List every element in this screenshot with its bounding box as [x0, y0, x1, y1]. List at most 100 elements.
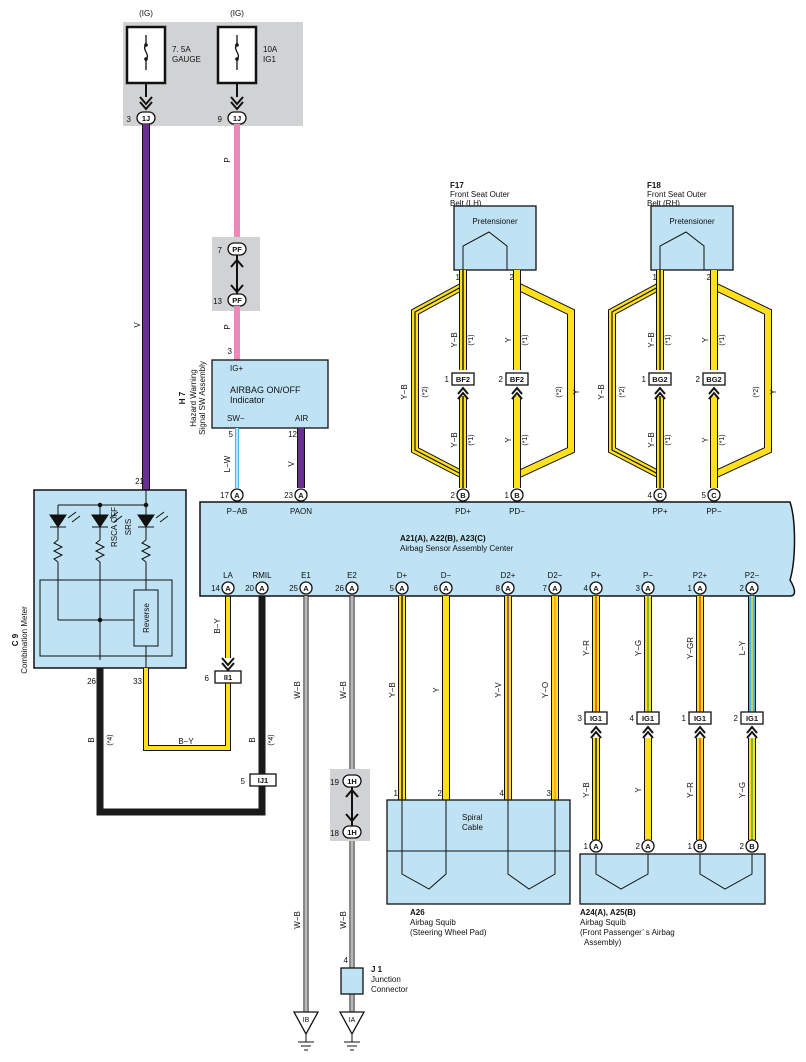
pin-label: 18	[330, 829, 339, 838]
pin-label: 4	[344, 956, 349, 965]
pin-label: 1	[394, 789, 399, 798]
passenger-pin-3: B2	[740, 839, 759, 853]
ig1-conn-1	[636, 711, 660, 725]
belt-conn-1	[648, 372, 672, 386]
meter-name: Combination Meter	[20, 606, 29, 674]
center-bottom-pin-1: A20	[245, 581, 269, 595]
center-bottom-pin-0-letter: A	[225, 584, 231, 593]
wire-label-b: B	[87, 737, 96, 742]
wire-label-spiral-3: Y−O	[541, 682, 550, 698]
svg-text:IJ1: IJ1	[258, 776, 268, 785]
wire-label-by: B−Y	[213, 618, 222, 634]
center-bottom-pin-7: A7	[543, 581, 562, 595]
ig1-conn-0	[584, 711, 608, 725]
fuse-ig1-rating: 10A	[263, 45, 278, 54]
pretensioner-box	[453, 205, 537, 271]
pretensioner-label: Pretensioner	[472, 217, 518, 226]
passenger-name1: Airbag Squib	[580, 918, 626, 927]
hazard-switch-box	[211, 359, 329, 429]
center-top-pin-2-circle	[456, 488, 470, 502]
ig1-arrow-0	[590, 725, 602, 739]
pin-label: 5	[229, 430, 234, 439]
wire-label-p-upper: P	[223, 157, 232, 162]
hazard-indicator-line2: Indicator	[230, 395, 265, 405]
wire-label-yb: Y−B	[647, 432, 656, 447]
center-bottom-pin-11-number: 2	[740, 584, 745, 593]
fuse-ig1: (IG) 10A IG1 1J 9	[216, 9, 278, 125]
junction-j1-name1: Junction	[371, 975, 401, 984]
center-bottom-pin-label: P2−	[745, 571, 760, 580]
passenger-pin-1-number: 2	[636, 842, 641, 851]
passenger-pin-0-number: 1	[584, 842, 589, 851]
center-top-pin-2-number: 2	[451, 491, 456, 500]
center-bottom-pin-0-circle	[221, 581, 235, 595]
pin-label: 9	[218, 115, 223, 124]
belt-conn-2	[702, 372, 726, 386]
pin-label: 19	[330, 778, 339, 787]
center-bottom-pin-3-letter: A	[349, 584, 355, 593]
center-bottom-pin-11-letter: A	[749, 584, 755, 593]
center-top-pin-2-letter: B	[460, 491, 466, 500]
center-top-pin-1-circle	[294, 488, 308, 502]
svg-text:1J: 1J	[142, 114, 150, 123]
belt-name2: Belt (LH)	[450, 199, 482, 208]
fuse-gauge: (IG) 7. 5A GAUGE 1J 3	[125, 9, 201, 125]
center-bottom-pin-1-number: 20	[245, 584, 254, 593]
center-top-pin-1-number: 23	[284, 491, 293, 500]
center-top-pin-label: PAON	[290, 507, 312, 516]
wire-label-b-rmil: B	[248, 737, 257, 742]
wire-label-wb-e1: W−B	[293, 681, 302, 699]
passenger-pin-3-letter: B	[749, 842, 755, 851]
wire-note: (*1)	[522, 334, 529, 345]
center-top-pin-0: A17	[220, 488, 244, 502]
passenger-pin-3-circle	[745, 839, 759, 853]
center-bottom-pin-10-letter: A	[697, 584, 703, 593]
wire-note: (*1)	[468, 434, 475, 445]
wire-label-spiral-0: Y−B	[388, 682, 397, 697]
center-bottom-pin-8: A4	[584, 581, 603, 595]
center-bottom-pin-label: D−	[441, 571, 452, 580]
belt-conn-1-pin: 1	[445, 375, 450, 384]
center-bottom-pin-label: RMIL	[252, 571, 272, 580]
passenger-pin-3-number: 2	[740, 842, 745, 851]
center-bottom-pin-7-circle	[548, 581, 562, 595]
hazard-indicator-line1: AIRBAG ON/OFF	[230, 385, 301, 395]
center-bottom-pin-9: A3	[636, 581, 655, 595]
wire-label-wb-e1-lower: W−B	[293, 911, 302, 929]
center-top-pin-label: P−AB	[227, 507, 248, 516]
center-top-pin-3-letter: B	[514, 491, 520, 500]
wire-label-p-lower: P	[223, 324, 232, 329]
ground-wires	[303, 596, 355, 1012]
center-top-pin-4-letter: C	[657, 491, 663, 500]
ig1-conn-3-pin: 2	[734, 714, 739, 723]
center-bottom-pin-label: LA	[223, 571, 233, 580]
center-top-pin-4-number: 4	[648, 491, 653, 500]
wire-label-lw: L−W	[223, 455, 232, 472]
fuse-gauge-tag: (IG)	[139, 9, 153, 18]
wire-note-4: (*4)	[107, 734, 114, 745]
center-top-pin-label: PD−	[509, 507, 525, 516]
wire-note: (*1)	[522, 434, 529, 445]
center-bottom-pin-label: D+	[397, 571, 408, 580]
meter-code: C 9	[11, 633, 20, 646]
wire-label-pass-upper-3: L−Y	[738, 640, 747, 655]
pin-label: 2	[510, 273, 515, 282]
fuse-gauge-connector-arrow	[139, 96, 153, 111]
wire-y-loop-outer	[515, 283, 574, 478]
pin-label: 21	[135, 477, 144, 486]
pin-label: 3	[127, 115, 132, 124]
ig1-conn-1-pin: 4	[630, 714, 635, 723]
center-bottom-pin-3-number: 26	[335, 584, 344, 593]
wire-label-v-air: V	[287, 461, 296, 467]
center-top-pin-4: C4	[648, 488, 667, 502]
belt-conn-2-pin: 2	[696, 375, 701, 384]
center-bottom-pin-2-circle	[299, 581, 313, 595]
center-top-pin-1-letter: A	[298, 491, 304, 500]
center-top-pin-2: B2	[451, 488, 470, 502]
wire-label-wb-e2-lower: W−B	[339, 911, 348, 929]
ig1-arrow-2	[694, 725, 706, 739]
center-top-pin-0-letter: A	[234, 491, 240, 500]
belt-arrow-2	[708, 386, 720, 400]
pin-label: 5	[241, 777, 246, 786]
center-bottom-pin-2-letter: A	[303, 584, 309, 593]
